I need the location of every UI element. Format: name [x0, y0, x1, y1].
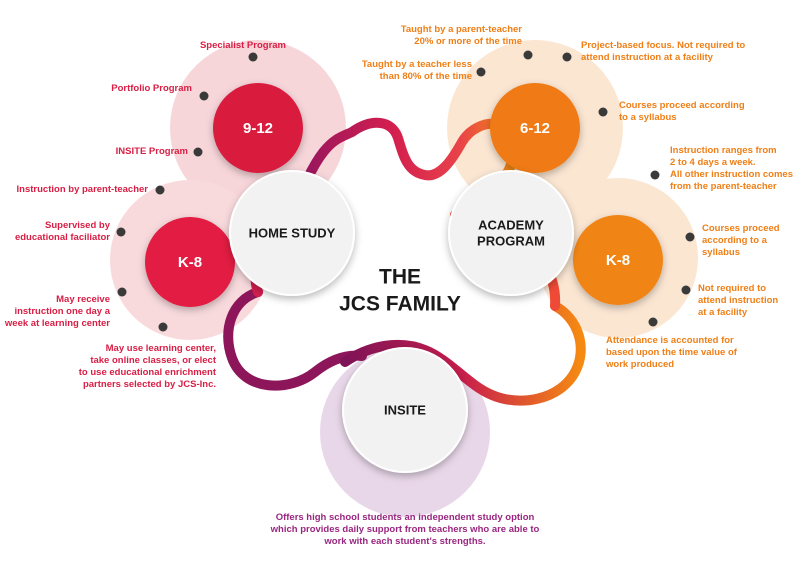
- dot-supervised: [116, 227, 126, 237]
- dot-attendance: [648, 317, 658, 327]
- note-courses-k8: Courses proceed according to a syllabus: [702, 223, 780, 258]
- note-supervised: Supervised by educational faciliator: [14, 220, 110, 243]
- dot-instruction-range: [650, 170, 660, 180]
- note-attendance: Attendance is accounted for based upon t…: [606, 335, 737, 370]
- grade-circle-academy-6-12: [490, 83, 580, 173]
- dot-teacher-less: [476, 67, 486, 77]
- note-instruction-range: Instruction ranges from 2 to 4 days a we…: [670, 145, 793, 192]
- academy-hub-label-line2: PROGRAM: [477, 233, 545, 248]
- dot-portfolio: [199, 91, 209, 101]
- dot-not-required: [681, 285, 691, 295]
- dot-instruction-parent: [155, 185, 165, 195]
- center-title-line2: JCS FAMILY: [339, 293, 461, 316]
- note-insite-program: INSITE Program: [115, 146, 188, 157]
- note-portfolio-program: Portfolio Program: [111, 83, 192, 94]
- note-learning-center: May use learning center, take online cla…: [78, 343, 216, 390]
- grade-circle-home-k8: [145, 217, 235, 307]
- hub-insite: [342, 347, 468, 473]
- hub-academy-program: [448, 170, 574, 296]
- academy-hub-label-line1: ACADEMY: [478, 217, 544, 232]
- dot-receive: [117, 287, 127, 297]
- note-teacher-less-80: Taught by a teacher less than 80% of the…: [361, 59, 472, 82]
- insite-hub-label: INSITE: [384, 402, 426, 417]
- ribbon-left-loop: [223, 287, 367, 391]
- note-specialist-program: Specialist Program: [199, 40, 286, 51]
- dot-courses-k8: [685, 232, 695, 242]
- academy-grade-low-label: K-8: [606, 252, 630, 269]
- home-study-hub-label: HOME STUDY: [249, 225, 336, 240]
- dot-specialist: [248, 52, 258, 62]
- dot-parent-teacher: [523, 50, 533, 60]
- note-instruction-parent-teacher: Instruction by parent-teacher: [16, 184, 148, 195]
- note-project-based: Project-based focus. Not required to att…: [581, 40, 746, 63]
- grade-circle-home-9-12: [213, 83, 303, 173]
- note-parent-teacher-20: Taught by a parent-teacher 20% or more o…: [400, 24, 522, 47]
- note-receive-instruction: May receive instruction one day a week a…: [4, 294, 110, 329]
- note-insite-description: Offers high school students an independe…: [270, 512, 540, 547]
- home-grade-low-label: K-8: [178, 254, 202, 271]
- center-title-line1: THE: [379, 266, 421, 289]
- ribbon-bottom-loop: [340, 301, 586, 406]
- dot-courses-612: [598, 107, 608, 117]
- dot-insite-program: [193, 147, 203, 157]
- dot-learning-center: [158, 322, 168, 332]
- academy-grade-high-label: 6-12: [520, 120, 550, 137]
- note-not-required: Not required to attend instruction at a …: [698, 283, 779, 318]
- note-courses-6-12: Courses proceed according to a syllabus: [619, 100, 745, 123]
- home-grade-high-label: 9-12: [243, 120, 273, 137]
- grade-circle-academy-k8: [573, 215, 663, 305]
- hub-home-study: [229, 170, 355, 296]
- dot-project: [562, 52, 572, 62]
